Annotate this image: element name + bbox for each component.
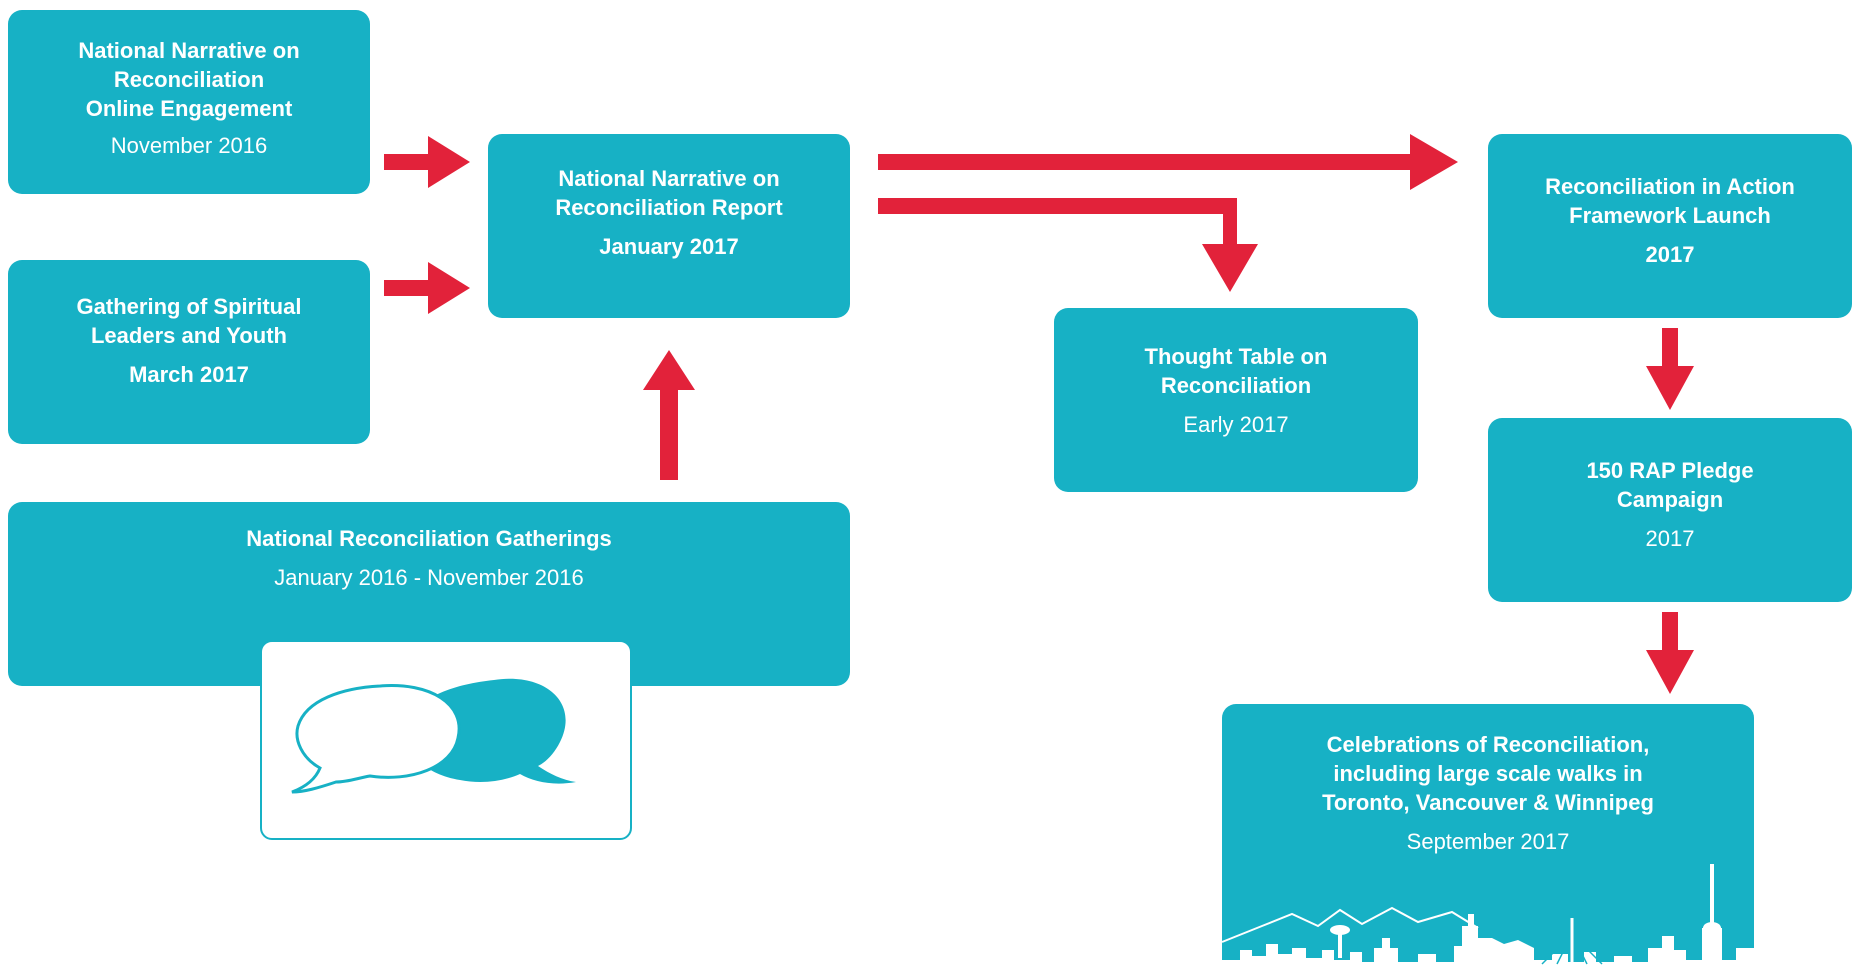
speech-bubbles-icon — [291, 678, 576, 794]
node-framework-launch-date: 2017 — [1645, 242, 1695, 267]
arrow-framework-to-pledge — [1646, 328, 1694, 410]
node-spiritual-leaders: Gathering of Spiritual Leaders and Youth… — [8, 260, 370, 444]
city-skyline-icon — [1221, 864, 1754, 974]
node-celebrations-date: September 2017 — [1406, 829, 1570, 854]
node-spiritual-leaders-title: Gathering of Spiritual Leaders and Youth — [76, 294, 302, 348]
node-gatherings-title: National Reconciliation Gatherings — [246, 526, 612, 551]
node-online-engagement-title: National Narrative on Reconciliation Onl… — [78, 38, 300, 121]
node-framework-launch: Reconciliation in Action Framework Launc… — [1488, 134, 1852, 318]
node-thought-table-title: Thought Table on Reconciliation — [1144, 344, 1328, 398]
node-framework-launch-title: Reconciliation in Action Framework Launc… — [1545, 174, 1795, 228]
node-narrative-report: National Narrative on Reconciliation Rep… — [488, 134, 850, 318]
node-narrative-report-date: January 2017 — [599, 234, 739, 259]
node-online-engagement: National Narrative on Reconciliation Onl… — [8, 10, 370, 194]
node-rap-pledge-title: 150 RAP Pledge Campaign — [1586, 458, 1754, 512]
arrow-gatherings-to-report — [643, 350, 695, 480]
node-thought-table: Thought Table on Reconciliation Early 20… — [1054, 308, 1418, 492]
node-thought-table-date: Early 2017 — [1183, 412, 1289, 437]
node-celebrations: Celebrations of Reconciliation, includin… — [1221, 704, 1754, 974]
node-celebrations-title: Celebrations of Reconciliation, includin… — [1322, 732, 1654, 815]
node-gatherings-date: January 2016 - November 2016 — [274, 565, 584, 590]
node-rap-pledge: 150 RAP Pledge Campaign 2017 — [1488, 418, 1852, 602]
node-spiritual-leaders-date: March 2017 — [129, 362, 249, 387]
arrow-pledge-to-celebrations — [1646, 612, 1694, 694]
speech-bubble-outline — [291, 684, 461, 794]
node-online-engagement-date: November 2016 — [110, 133, 268, 158]
gatherings-icon-card — [260, 640, 632, 840]
arrow-report-to-thought-table — [878, 198, 1258, 292]
arrow-report-to-framework — [878, 134, 1458, 190]
arrow-spiritual-to-report — [384, 262, 470, 314]
node-rap-pledge-date: 2017 — [1645, 526, 1695, 551]
arrow-online-to-report — [384, 136, 470, 188]
node-narrative-report-title: National Narrative on Reconciliation Rep… — [555, 166, 783, 220]
